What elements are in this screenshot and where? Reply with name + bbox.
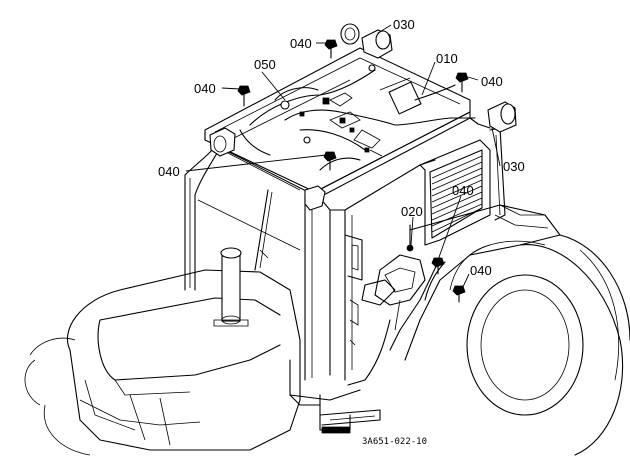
leader-lines	[185, 24, 501, 290]
work-light-front	[340, 23, 422, 115]
cab-door-window	[419, 127, 506, 246]
callout-030-rear-light[interactable]: 030	[503, 159, 525, 174]
bolt-040-roof-left	[237, 85, 251, 107]
callout-020-fender-harness[interactable]: 020	[401, 204, 423, 219]
callout-030-front-light[interactable]: 030	[393, 17, 415, 32]
callout-050-roof-harness[interactable]: 050	[254, 57, 276, 72]
exhaust-pipe	[213, 247, 249, 327]
rear-wheel	[449, 234, 630, 456]
work-light-rear	[209, 101, 517, 211]
front-wheel	[43, 404, 91, 456]
wiring-harness	[239, 64, 491, 171]
bolt-040-roof-center	[323, 151, 337, 171]
hood	[24, 269, 301, 451]
rear-fender	[404, 204, 561, 361]
callout-040-roof-right-bolt[interactable]: 040	[481, 74, 503, 89]
callout-040-roof-left-bolt[interactable]: 040	[194, 81, 216, 96]
callout-040-lower-bolt[interactable]: 040	[470, 263, 492, 278]
fender-harness	[361, 224, 446, 351]
bolt-040-roof-top	[324, 39, 338, 59]
callout-040-roof-center-bolt[interactable]: 040	[158, 164, 180, 179]
callout-040-roof-top-bolt[interactable]: 040	[290, 36, 312, 51]
bolt-040-roof-right	[455, 72, 469, 93]
callout-040-fender-bolt[interactable]: 040	[452, 183, 474, 198]
figure-code: 3A651-022-10	[362, 437, 428, 447]
callout-010-main-harness[interactable]: 010	[436, 51, 458, 66]
bolt-040-fender	[431, 257, 445, 275]
bolt-040-lower	[452, 285, 466, 303]
